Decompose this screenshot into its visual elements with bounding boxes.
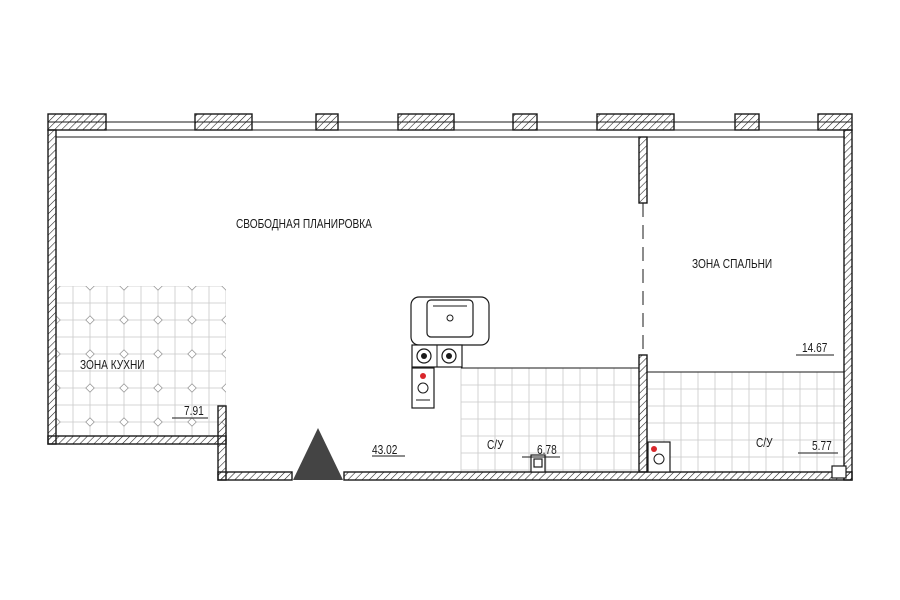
kitchen-tile-grid bbox=[56, 286, 226, 436]
room-area-bedroom: 14.67 bbox=[802, 341, 827, 355]
tile-dot bbox=[119, 383, 129, 393]
room-label-bathroom-1: С/У bbox=[487, 438, 504, 452]
room-area-kitchen: 7.91 bbox=[184, 404, 204, 418]
tile-dot bbox=[119, 286, 129, 291]
entrance-triangle-icon bbox=[293, 428, 343, 480]
tile-dot bbox=[56, 315, 61, 325]
tile-dot bbox=[153, 349, 163, 359]
tile-dot bbox=[56, 286, 61, 291]
toilet-icon bbox=[530, 454, 546, 473]
interior-walls bbox=[461, 136, 844, 473]
tile-dot bbox=[153, 417, 163, 427]
tile-dot bbox=[187, 349, 197, 359]
room-area-bathroom-2: 5.77 bbox=[812, 439, 832, 453]
outer-walls bbox=[47, 113, 853, 481]
room-area-bathroom-1: 6.78 bbox=[537, 443, 557, 457]
washing-machine-icon bbox=[647, 441, 671, 473]
tile-dot bbox=[56, 383, 61, 393]
tile-dot bbox=[85, 383, 95, 393]
tile-dot bbox=[187, 286, 197, 291]
tile-dot bbox=[119, 315, 129, 325]
tile-dot bbox=[153, 383, 163, 393]
stove-icon bbox=[411, 344, 463, 368]
sink-icon bbox=[410, 296, 490, 346]
tile-dot bbox=[187, 315, 197, 325]
room-label-kitchen: ЗОНА КУХНИ bbox=[80, 358, 145, 372]
tile-dot bbox=[187, 417, 197, 427]
room-area-free-layout: 43.02 bbox=[372, 443, 397, 457]
tile-dot bbox=[119, 417, 129, 427]
tile-dot bbox=[85, 315, 95, 325]
tile-dot bbox=[119, 349, 129, 359]
tile-dot bbox=[85, 349, 95, 359]
area-underlines bbox=[172, 354, 838, 458]
tile-dot bbox=[221, 383, 226, 393]
tile-dot bbox=[153, 286, 163, 291]
tile-dot bbox=[187, 383, 197, 393]
room-label-free-layout: СВОБОДНАЯ ПЛАНИРОВКА bbox=[236, 217, 372, 231]
tile-dot bbox=[221, 315, 226, 325]
room-label-bedroom: ЗОНА СПАЛЬНИ bbox=[692, 257, 772, 271]
tile-dot bbox=[221, 286, 226, 291]
bathroom-2-tile-grid bbox=[646, 371, 844, 472]
tile-dot bbox=[85, 417, 95, 427]
tile-dot bbox=[56, 417, 61, 427]
tile-dot bbox=[153, 315, 163, 325]
tile-dot bbox=[85, 286, 95, 291]
tile-dot bbox=[221, 349, 226, 359]
tile-dot bbox=[56, 349, 61, 359]
room-label-bathroom-2: С/У bbox=[756, 436, 773, 450]
washing-machine-icon bbox=[411, 367, 435, 409]
